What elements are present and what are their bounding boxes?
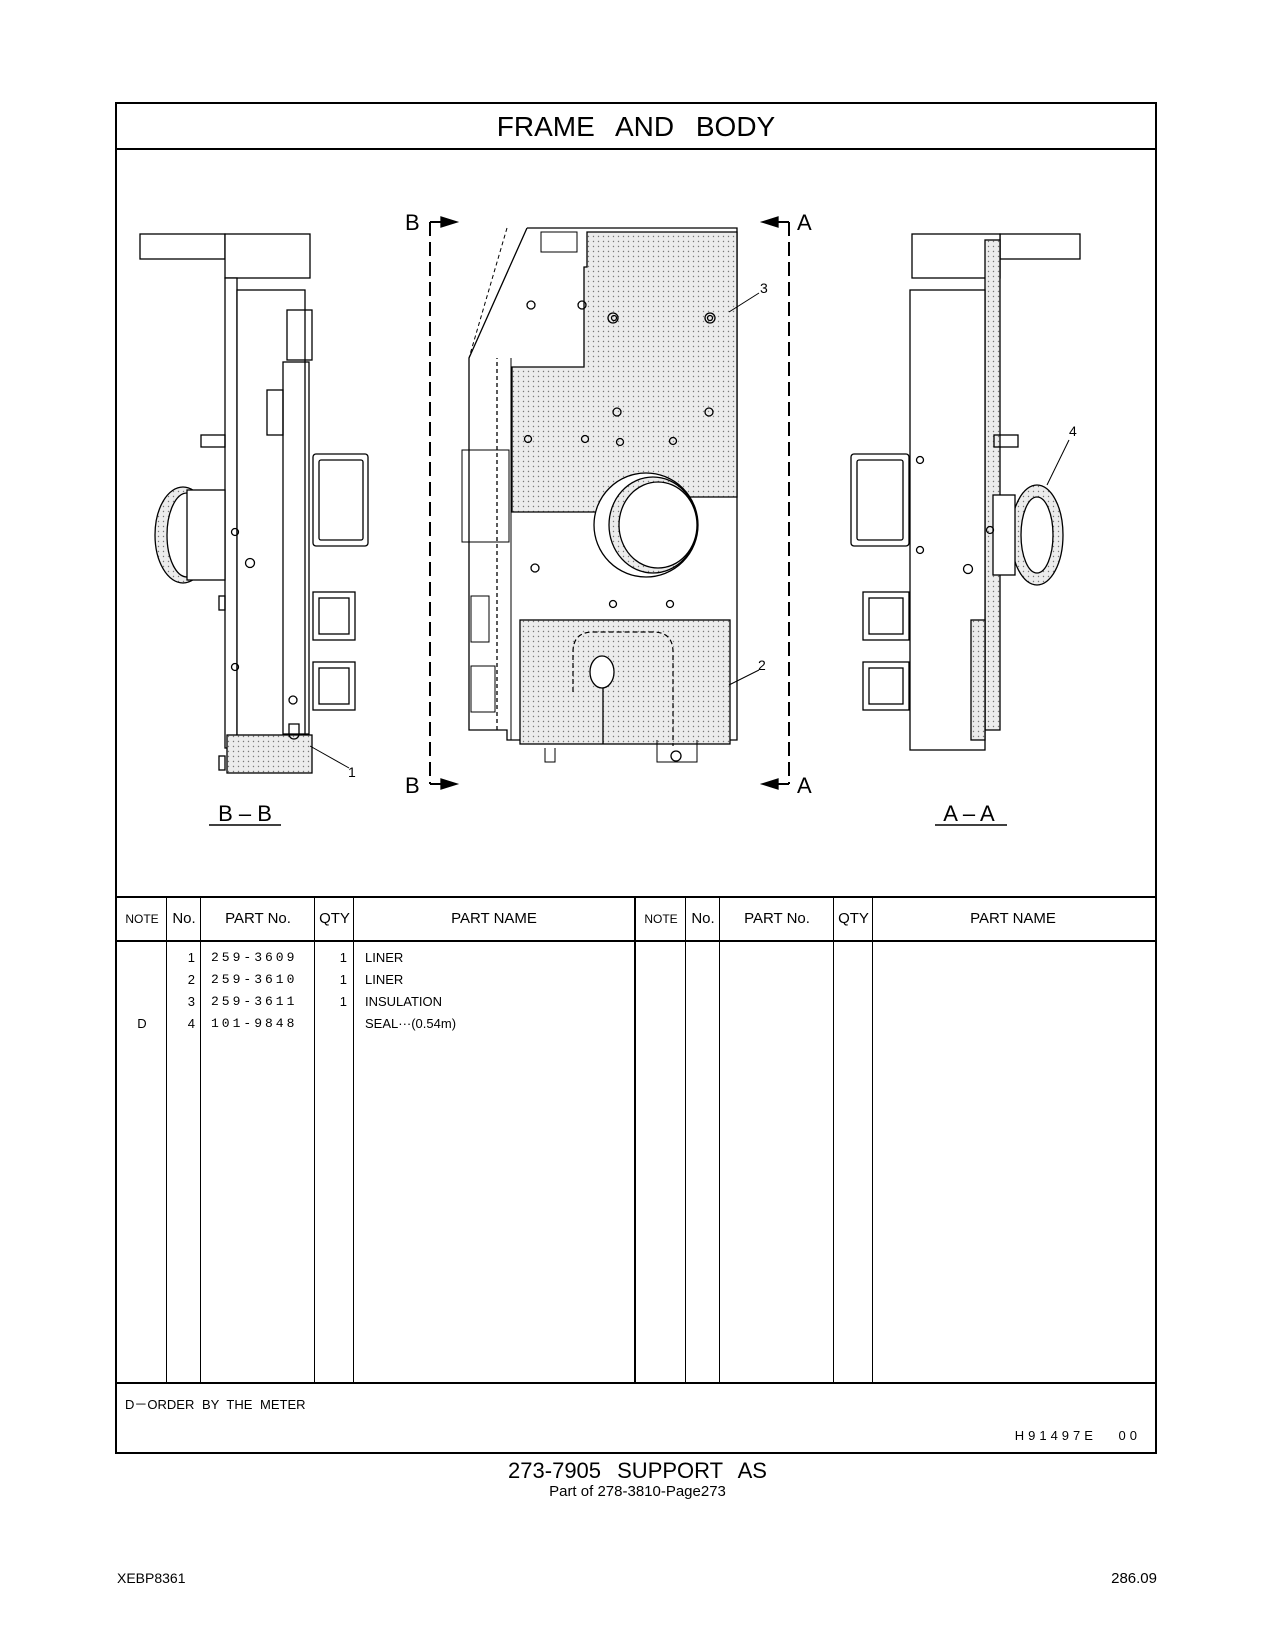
header-part-no: PART No.	[744, 910, 810, 927]
row-part-no: 259-3610	[211, 972, 298, 987]
row-no: 3	[187, 994, 195, 1009]
section-mark-b-bottom: B	[405, 773, 420, 798]
table-row: 2 259-3610 1 LINER	[117, 969, 634, 991]
table-header: NOTE No. PART No. QTY PART NAME	[117, 898, 634, 942]
front-view-drawing	[429, 216, 790, 790]
header-part-no: PART No.	[225, 910, 291, 927]
parts-table: NOTE No. PART No. QTY PART NAME 1 259-36…	[117, 896, 1155, 1384]
header-note: NOTE	[644, 912, 678, 926]
row-qty: 1	[339, 994, 347, 1009]
row-part-no: 101-9848	[211, 1016, 298, 1031]
header-no: No.	[691, 910, 715, 927]
row-part-name: LINER	[365, 972, 404, 987]
row-qty: 1	[339, 950, 347, 965]
header-part-name: PART NAME	[451, 910, 537, 927]
drawing-svg: B A B A B – B A – A 1 2 3 4	[139, 210, 1081, 826]
exploded-drawing: B A B A B – B A – A 1 2 3 4	[117, 150, 1155, 896]
callout-4: 4	[1069, 423, 1077, 439]
row-part-no: 259-3609	[211, 950, 298, 965]
assembly-caption: 273-7905 SUPPORT AS	[508, 1458, 767, 1483]
header-part-name: PART NAME	[970, 910, 1056, 927]
row-note: D	[137, 1016, 147, 1031]
footnote: D－ORDER BY THE METER	[125, 1397, 306, 1412]
table-row: 3 259-3611 1 INSULATION	[117, 991, 634, 1013]
header-note: NOTE	[125, 912, 159, 926]
callout-2: 2	[758, 657, 766, 673]
row-part-no: 259-3611	[211, 994, 298, 1009]
parts-page-frame: FRAME AND BODY	[115, 102, 1157, 1454]
row-no: 1	[187, 950, 195, 965]
row-part-name: INSULATION	[365, 994, 443, 1009]
table-header: NOTE No. PART No. QTY PART NAME	[636, 898, 1155, 942]
drawing-code: H91497E 00	[1014, 1428, 1141, 1443]
row-part-name: LINER	[365, 950, 404, 965]
section-mark-a-bottom: A	[797, 773, 812, 798]
parts-table-left: NOTE No. PART No. QTY PART NAME 1 259-36…	[117, 898, 636, 1382]
row-qty: 1	[339, 972, 347, 987]
view-label-aa: A – A	[943, 801, 995, 826]
page-number: 286.09	[1111, 1570, 1157, 1587]
document-id: XEBP8361	[117, 1570, 186, 1586]
row-no: 2	[187, 972, 195, 987]
header-qty: QTY	[838, 910, 869, 927]
section-mark-b-top: B	[405, 210, 420, 235]
view-aa-drawing	[850, 233, 1081, 751]
callout-3: 3	[760, 280, 768, 296]
view-bb-drawing	[139, 233, 369, 774]
header-no: No.	[172, 910, 196, 927]
assembly-subcaption: Part of 278-3810-Page273	[549, 1483, 726, 1500]
page-title: FRAME AND BODY	[117, 104, 1155, 150]
row-part-name: SEAL···(0.54m)	[365, 1016, 457, 1031]
parts-table-right: NOTE No. PART No. QTY PART NAME	[636, 898, 1155, 1382]
view-label-bb: B – B	[218, 801, 272, 826]
section-mark-a-top: A	[797, 210, 812, 235]
callout-1: 1	[348, 764, 356, 780]
header-qty: QTY	[319, 910, 350, 927]
row-no: 4	[187, 1016, 195, 1031]
table-row: D 4 101-9848 SEAL···(0.54m)	[117, 1013, 634, 1035]
table-row: 1 259-3609 1 LINER	[117, 947, 634, 969]
